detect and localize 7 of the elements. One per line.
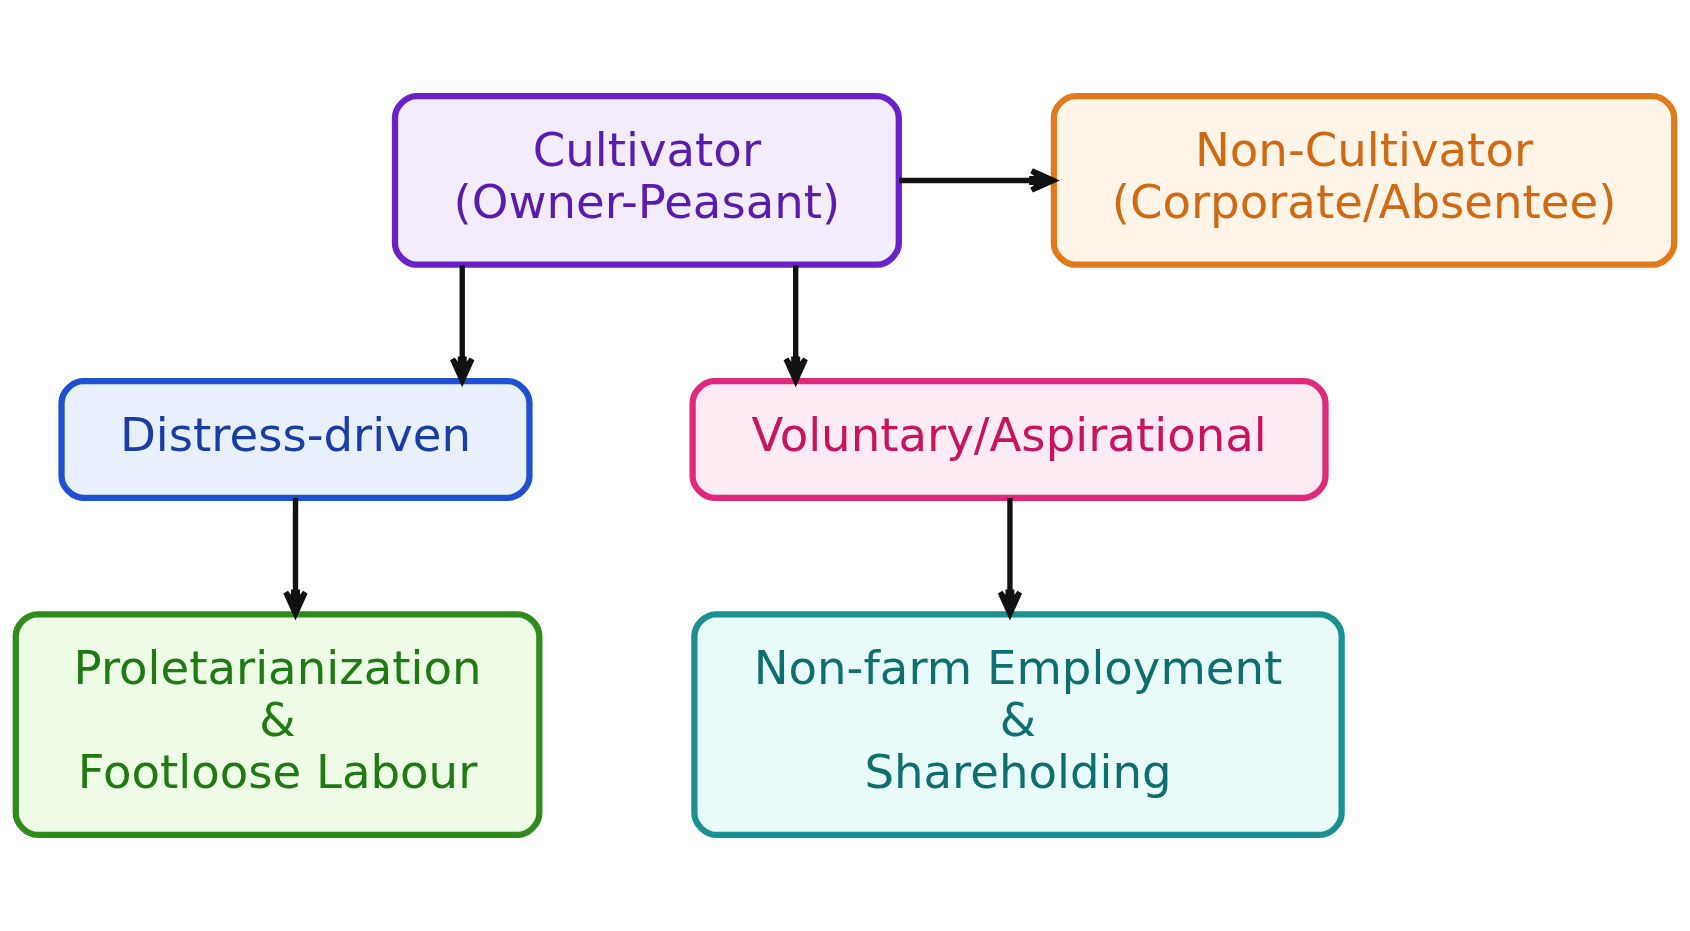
node-box: Voluntary/Aspirational <box>689 378 1329 501</box>
node-box: Cultivator (Owner-Peasant) <box>391 93 902 268</box>
node-box: Distress-driven <box>58 378 533 501</box>
node-box: Proletarianization & Footloose Labour <box>12 611 543 838</box>
node-box: Non-farm Employment & Shareholding <box>691 611 1345 838</box>
arrow <box>899 168 1057 193</box>
node-box: Non-Cultivator (Corporate/Absentee) <box>1050 93 1678 268</box>
